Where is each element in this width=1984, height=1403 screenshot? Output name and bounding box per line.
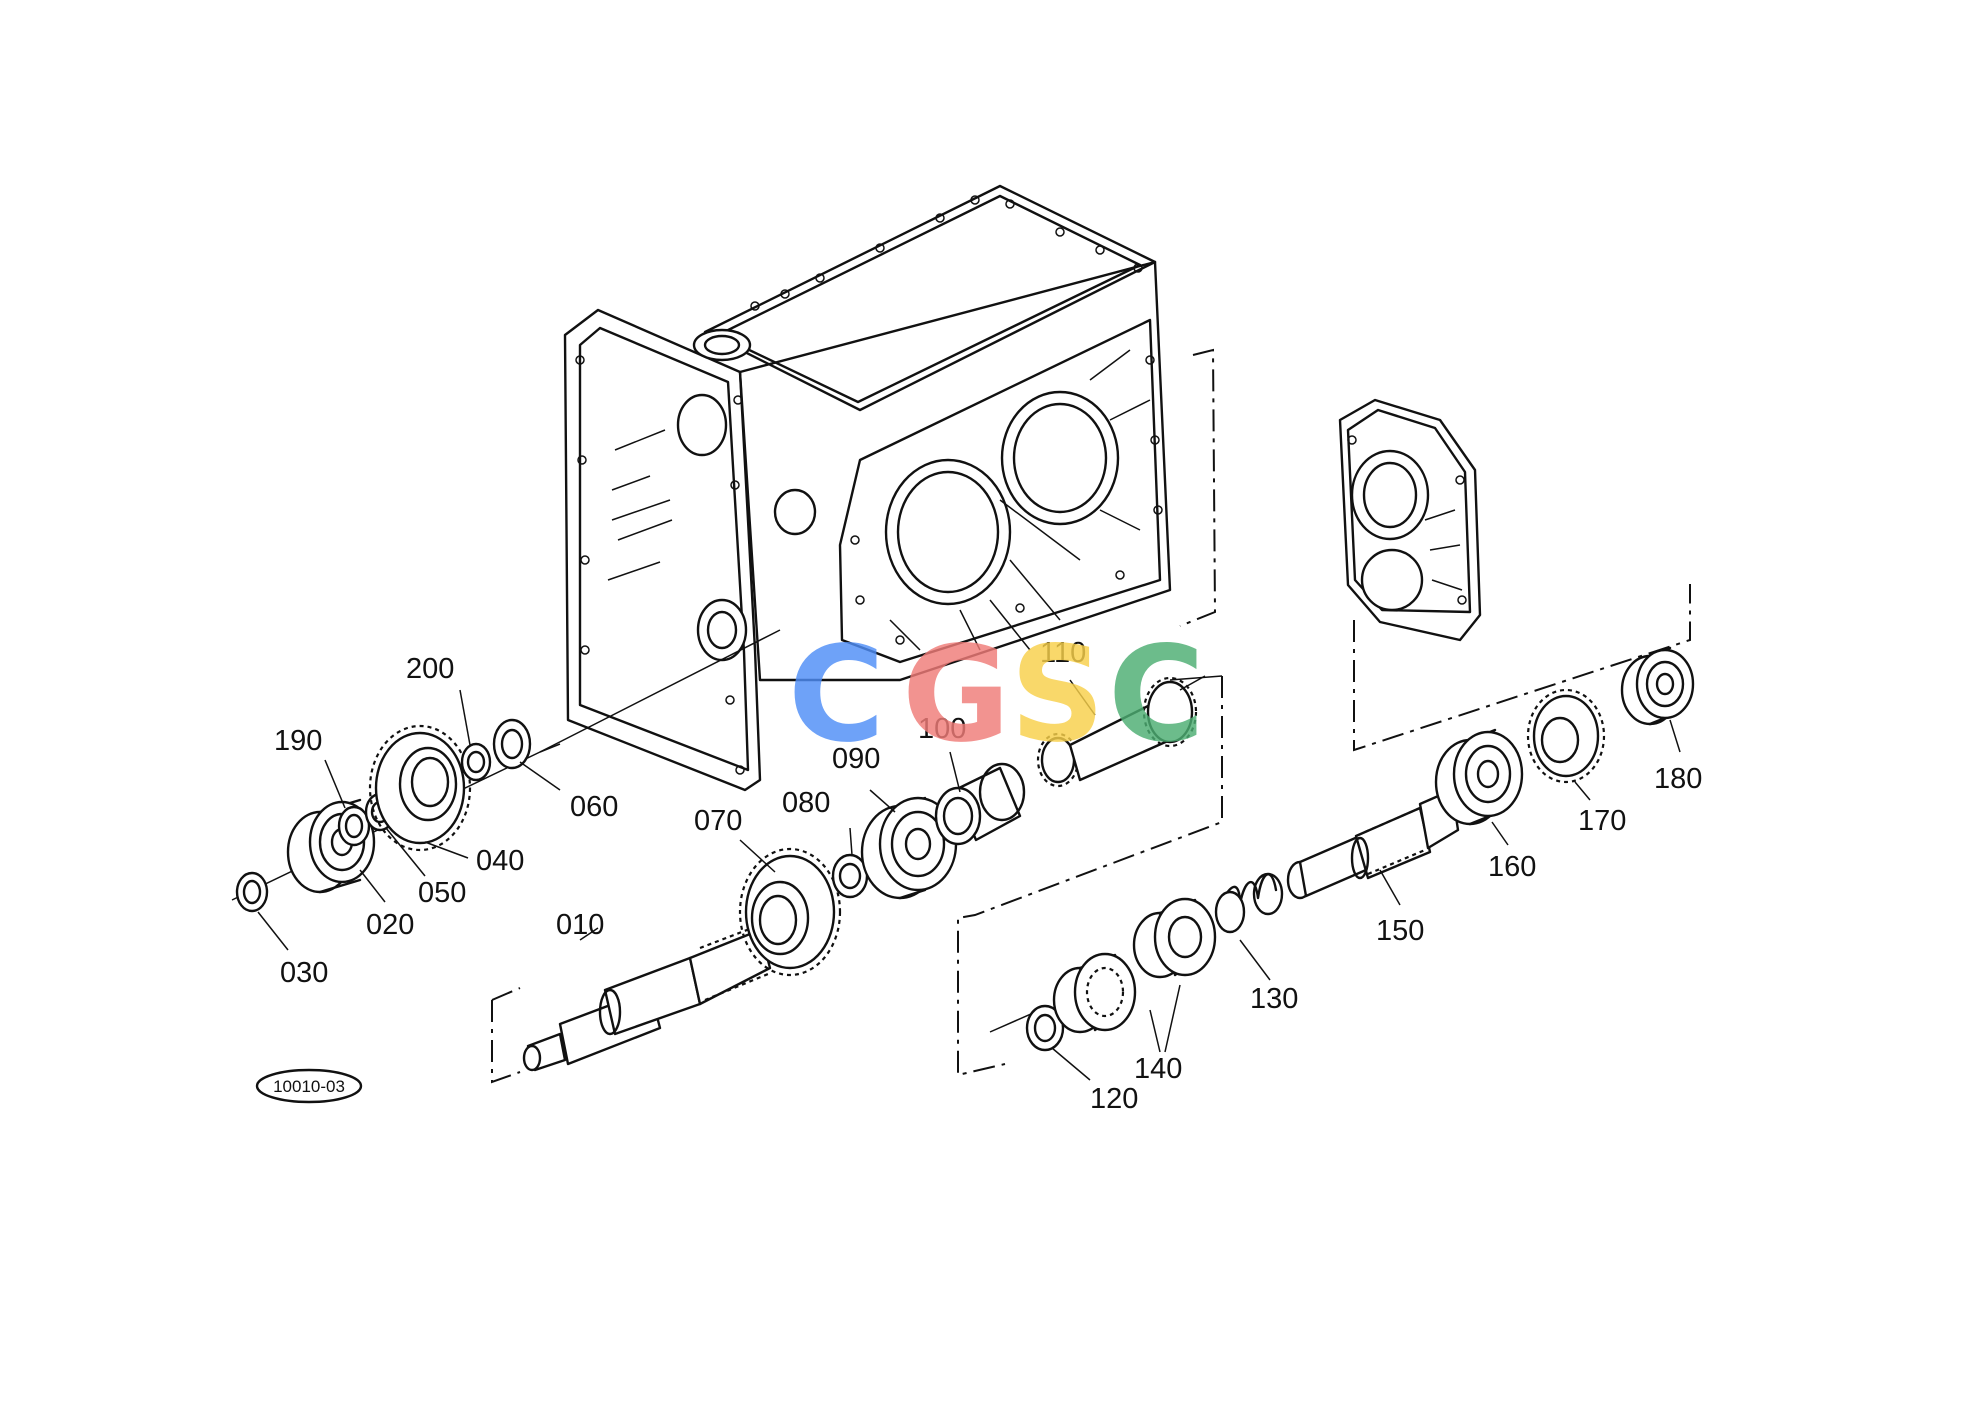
part-160-bearing <box>1434 728 1524 826</box>
callout-150: 150 <box>1376 915 1424 947</box>
callout-110: 110 <box>1040 637 1086 669</box>
part-200-washer <box>460 742 492 782</box>
callout-180: 180 <box>1654 763 1702 795</box>
callout-190: 190 <box>274 725 322 757</box>
part-060-seal <box>492 718 532 770</box>
part-070-gear <box>738 847 842 977</box>
part-100-needle-bearing <box>934 762 1026 846</box>
watermark-logo: C G S C <box>788 618 1205 772</box>
watermark-letter-c1: C <box>788 618 885 772</box>
part-130-spring <box>1214 872 1284 934</box>
part-150-shaft <box>1286 788 1460 900</box>
callout-100: 100 <box>918 713 966 745</box>
callout-090: 090 <box>832 743 880 775</box>
callout-030: 030 <box>280 957 328 989</box>
rear-cover <box>1338 398 1482 642</box>
watermark-letter-g: G <box>902 618 1010 772</box>
callout-060: 060 <box>570 791 618 823</box>
callout-200: 200 <box>406 653 454 685</box>
callout-130: 130 <box>1250 983 1298 1015</box>
reference-code-badge: 10010-03 <box>255 1068 363 1104</box>
callout-010: 010 <box>556 909 604 941</box>
callout-080: 080 <box>782 787 830 819</box>
callout-040: 040 <box>476 845 524 877</box>
watermark-letter-s: S <box>1010 618 1105 772</box>
callout-170: 170 <box>1578 805 1626 837</box>
part-030-snap-ring <box>235 871 269 913</box>
callout-070: 070 <box>694 805 742 837</box>
callout-020: 020 <box>366 909 414 941</box>
part-040-gear <box>368 724 472 852</box>
callout-labels: 010 020 030 040 050 060 070 080 090 100 … <box>274 637 1702 1115</box>
callout-160: 160 <box>1488 851 1536 883</box>
watermark-letter-c2: C <box>1108 618 1205 772</box>
callout-140: 140 <box>1134 1053 1182 1085</box>
part-140-shift-collars <box>1052 897 1217 1053</box>
part-190-washer <box>337 805 371 847</box>
reference-code: 10010-03 <box>273 1077 345 1096</box>
part-180-bearing <box>1620 646 1695 726</box>
part-110-hub <box>1036 675 1206 788</box>
callout-050: 050 <box>418 877 466 909</box>
part-170-gear <box>1526 688 1606 784</box>
leader-lines <box>257 679 1681 1081</box>
part-120-washer <box>1025 1004 1065 1052</box>
part-010-shaft <box>522 923 772 1072</box>
callout-120: 120 <box>1090 1083 1138 1115</box>
transmission-case <box>563 184 1172 792</box>
